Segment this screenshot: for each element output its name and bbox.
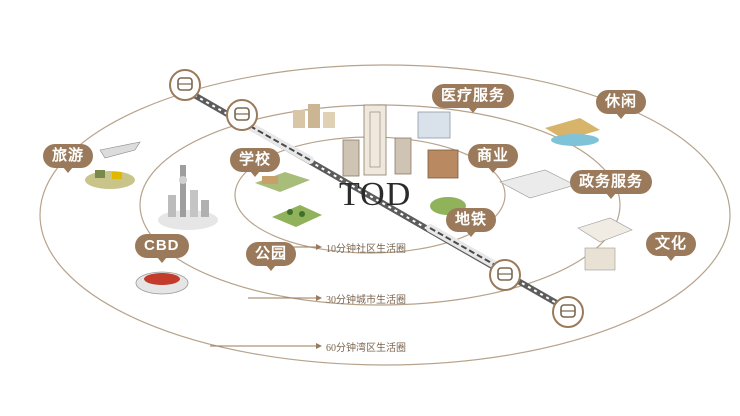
scenery: [85, 104, 633, 295]
tag-government: 政务服务: [570, 170, 653, 199]
station-outer-top: [169, 69, 201, 101]
station-inner-bottom: [489, 259, 521, 291]
ring-label-10min: 10分钟社区生活圈: [326, 244, 406, 255]
tod-towers: [342, 104, 412, 177]
tag-leisure: 休闲: [596, 90, 647, 119]
tag-commerce: 商业: [468, 144, 519, 173]
ring-60min: [39, 64, 731, 366]
tag-medical: 医疗服务: [432, 84, 515, 113]
tag-park: 公园: [246, 242, 297, 271]
station-outer-bottom: [552, 296, 584, 328]
tag-tourism: 旅游: [43, 144, 94, 173]
tag-subway: 地铁: [446, 208, 497, 237]
station-inner-top: [226, 99, 258, 131]
tag-school: 学校: [230, 148, 281, 177]
tag-cbd: CBD: [135, 234, 189, 263]
ring-label-60min: 60分钟湾区生活圈: [326, 343, 406, 354]
center-label: TOD: [339, 176, 412, 213]
ring-label-30min: 30分钟城市生活圈: [326, 295, 406, 306]
tag-culture: 文化: [646, 232, 697, 261]
